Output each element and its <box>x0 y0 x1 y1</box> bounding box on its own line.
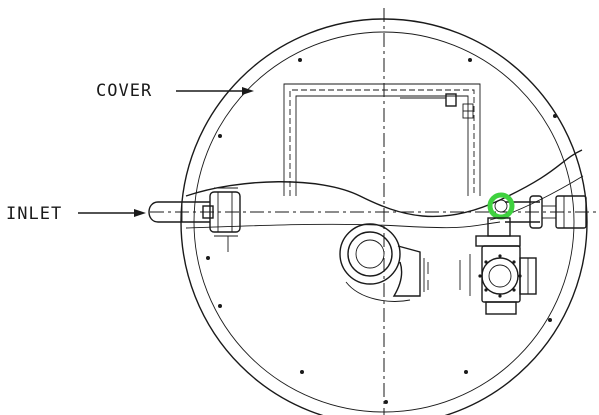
cover-fitting <box>400 93 474 119</box>
inlet-pipe <box>148 201 210 223</box>
cover-label: COVER <box>96 81 152 101</box>
cover-callout: COVER <box>96 81 254 101</box>
highlighted-elbow-fitting <box>487 192 515 220</box>
inlet-arrowhead <box>134 209 146 217</box>
cover-arrowhead <box>242 87 254 95</box>
baffle-lower-line <box>185 221 501 229</box>
access-cover-outline <box>283 83 481 196</box>
central-manhole <box>339 223 429 302</box>
inlet-valve <box>202 187 241 252</box>
rim-bolt-holes <box>206 58 557 404</box>
pump-assembly <box>459 217 537 315</box>
inlet-callout: INLET <box>6 204 146 224</box>
inlet-label: INLET <box>6 204 62 224</box>
baffle-wall-line <box>185 149 583 218</box>
